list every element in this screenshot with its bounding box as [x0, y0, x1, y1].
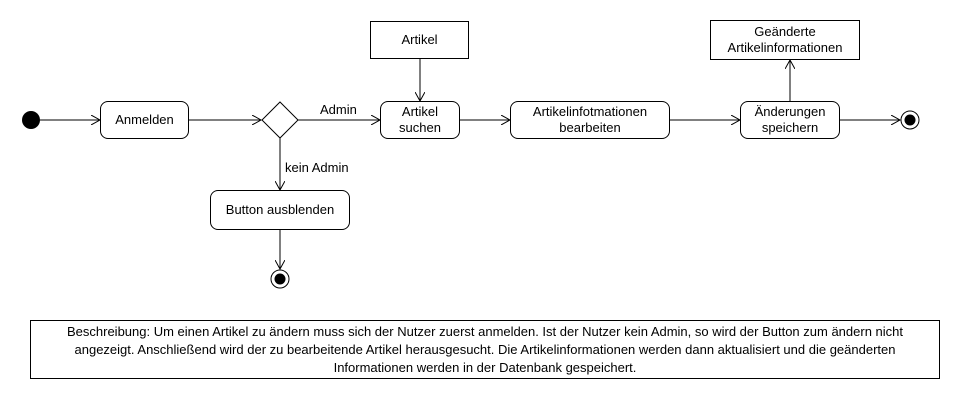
object-artikel: Artikel [370, 21, 469, 59]
action-artikelinfos-bearbeiten: Artikelinfotmationen bearbeiten [510, 101, 670, 139]
guard-admin: Admin [320, 102, 357, 117]
description-note: Beschreibung: Um einen Artikel zu ändern… [30, 320, 940, 379]
initial-node [22, 111, 40, 129]
final-node-main [900, 110, 920, 130]
guard-kein-admin: kein Admin [285, 160, 349, 175]
action-button-ausblenden: Button ausblenden [210, 190, 350, 230]
action-aenderungen-speichern: Änderungen speichern [740, 101, 840, 139]
object-geaenderte-artikelinformationen: Geänderte Artikelinformationen [710, 20, 860, 60]
decision-node [261, 101, 299, 139]
action-artikel-suchen: Artikel suchen [380, 101, 460, 139]
final-node-kein-admin [270, 269, 290, 289]
action-anmelden: Anmelden [100, 101, 189, 139]
